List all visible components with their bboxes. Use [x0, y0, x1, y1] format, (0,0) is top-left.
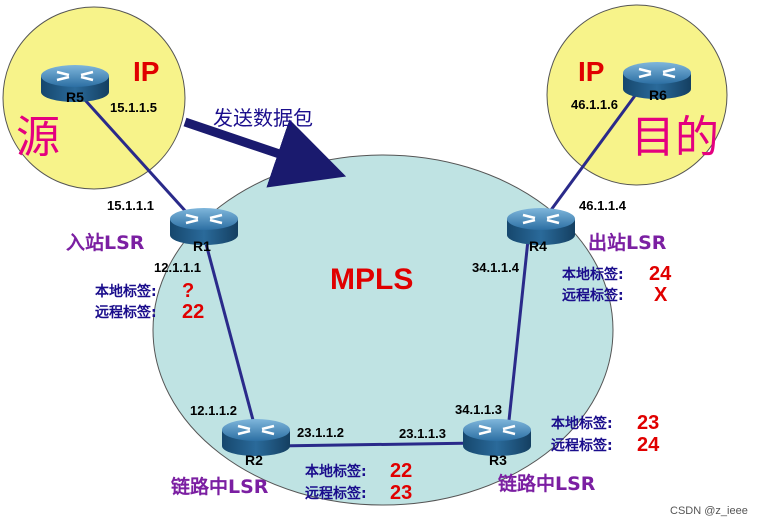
r2-name: R2: [245, 452, 263, 468]
r4-local-label-caption: 本地标签:: [562, 267, 624, 283]
r2-role: 链路中LSR: [171, 476, 269, 498]
r4-remote-label-value: X: [654, 284, 668, 306]
send-arrow: [183, 117, 347, 188]
r5-name: R5: [66, 89, 84, 105]
destination-ip-label: IP: [578, 56, 605, 87]
source-label: 源: [16, 112, 60, 163]
r4-ip-top: 46.1.1.4: [579, 198, 626, 213]
router-r4-icon: [507, 208, 575, 245]
r4-name: R4: [529, 238, 547, 254]
source-ip-label: IP: [133, 56, 160, 87]
r1-name: R1: [193, 238, 211, 254]
r3-remote-label-value: 24: [637, 434, 660, 456]
router-r6-icon: [623, 62, 691, 99]
r1-ip-top: 15.1.1.1: [107, 198, 154, 213]
destination-label: 目的: [631, 112, 719, 163]
r1-remote-label-caption: 远程标签:: [95, 305, 157, 321]
r1-local-label-caption: 本地标签:: [95, 284, 157, 300]
r3-name: R3: [489, 452, 507, 468]
link-r3-r4: [506, 239, 530, 431]
r6-name: R6: [649, 87, 667, 103]
mpls-cloud: [152, 154, 614, 506]
r1-remote-label-value: 22: [182, 301, 205, 323]
r2-local-label-value: 22: [390, 460, 413, 482]
link-r5-r1: [83, 98, 200, 227]
link-r4-r6: [538, 81, 647, 226]
r2-ip-right: 23.1.1.2: [297, 425, 344, 440]
send-packet-label: 发送数据包: [213, 106, 313, 130]
r3-ip-top: 34.1.1.3: [455, 402, 502, 417]
link-r1-r2: [203, 239, 259, 436]
r4-remote-label-caption: 远程标签:: [562, 288, 624, 304]
r2-local-label-caption: 本地标签:: [305, 464, 367, 480]
r6-ip: 46.1.1.6: [571, 97, 618, 112]
r4-ip-bottom: 34.1.1.4: [472, 260, 519, 275]
r2-ip-left: 12.1.1.2: [190, 403, 237, 418]
r4-role: 出站LSR: [588, 232, 667, 254]
router-r2-icon: [222, 419, 290, 456]
router-r1-icon: [170, 208, 238, 245]
r5-ip: 15.1.1.5: [110, 100, 157, 115]
link-r2-r3: [274, 441, 481, 448]
router-r3-icon: [463, 419, 531, 456]
router-r5-icon: [41, 65, 109, 102]
r3-local-label-caption: 本地标签:: [551, 416, 613, 432]
r2-remote-label-caption: 远程标签:: [305, 486, 367, 502]
r3-local-label-value: 23: [637, 412, 660, 434]
mpls-label: MPLS: [330, 263, 414, 296]
r2-remote-label-value: 23: [390, 482, 413, 504]
r1-ip-bottom: 12.1.1.1: [154, 260, 201, 275]
r3-ip-left: 23.1.1.3: [399, 426, 446, 441]
r3-role: 链路中LSR: [498, 473, 596, 495]
r1-local-label-value: ?: [182, 280, 195, 302]
r1-role: 入站LSR: [66, 232, 145, 254]
r4-local-label-value: 24: [649, 263, 672, 285]
watermark: CSDN @z_ieee: [670, 505, 748, 517]
r3-remote-label-caption: 远程标签:: [551, 438, 613, 454]
